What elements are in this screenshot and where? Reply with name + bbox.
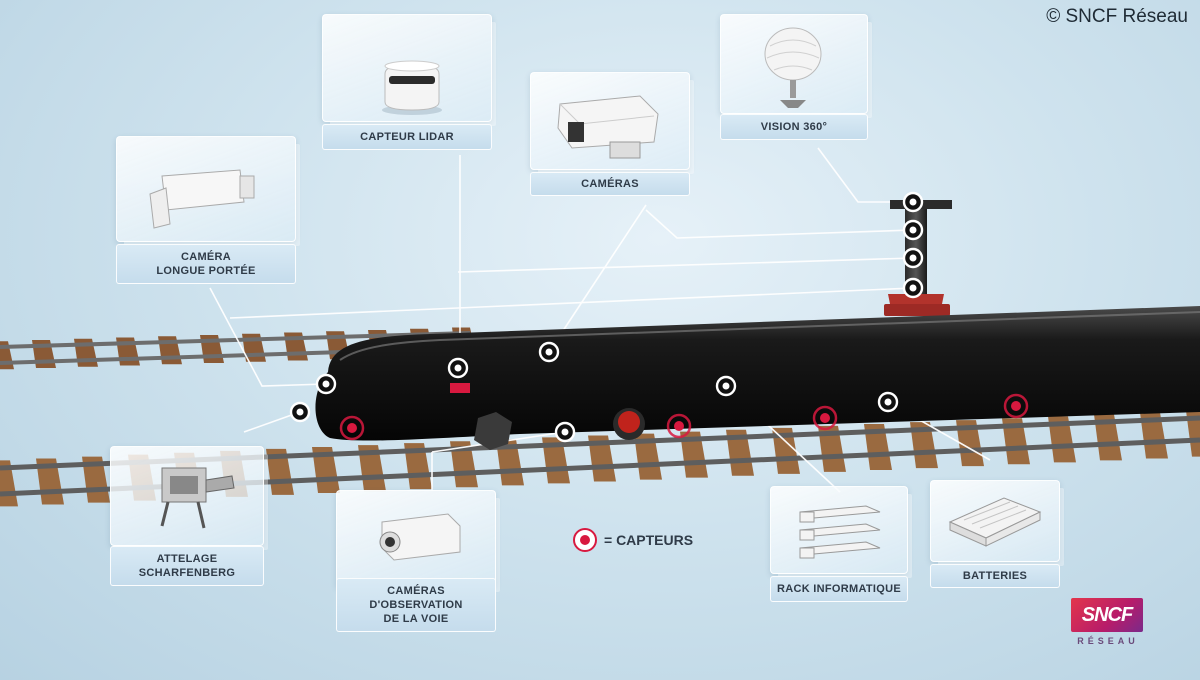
connector-markers — [289, 191, 924, 443]
train-body — [315, 306, 1200, 450]
legend-text: = CAPTEURS — [604, 532, 694, 548]
card-batteries: BATTERIES — [930, 480, 1060, 588]
long-range-camera-icon — [149, 169, 255, 229]
coupler-icon — [160, 467, 235, 529]
sensor-markers — [339, 393, 1029, 441]
copyright-notice: © SNCF Réseau — [1046, 6, 1188, 27]
logo-mark: SNCF — [1071, 598, 1143, 632]
card-rack-informatique: RACK INFORMATIQUE — [770, 486, 908, 602]
card-attelage-scharfenberg: ATTELAGE SCHARFENBERG — [110, 446, 264, 586]
card-cameras-observation: CAMÉRAS D'OBSERVATION DE LA VOIE — [336, 490, 496, 632]
card-label: CAMÉRA LONGUE PORTÉE — [116, 244, 296, 284]
legend: = CAPTEURS — [572, 527, 693, 553]
logo-brand: SNCF — [1081, 603, 1133, 626]
card-label: CAMÉRAS D'OBSERVATION DE LA VOIE — [336, 578, 496, 632]
connector-lines — [209, 147, 991, 493]
card-label: BATTERIES — [930, 564, 1060, 588]
card-label: CAPTEUR LIDAR — [322, 124, 492, 150]
battery-pack-icon — [948, 497, 1042, 547]
card-camera-longue-portee: CAMÉRA LONGUE PORTÉE — [116, 136, 296, 284]
logo-subtitle: RÉSEAU — [1077, 636, 1139, 646]
server-rack-icon — [799, 505, 881, 559]
sncf-reseau-logo: SNCF RÉSEAU — [1063, 598, 1153, 656]
card-capteur-lidar: CAPTEUR LIDAR — [322, 14, 492, 150]
sensor-marker-icon — [573, 528, 597, 552]
camera-housing-icon — [557, 95, 659, 159]
card-vision-360: VISION 360° — [720, 14, 868, 140]
card-label: ATTELAGE SCHARFENBERG — [110, 546, 264, 586]
lidar-sensor-icon — [382, 60, 442, 115]
card-label: VISION 360° — [720, 114, 868, 140]
track-camera-icon — [379, 513, 461, 561]
card-label: RACK INFORMATIQUE — [770, 576, 908, 602]
dome-camera-icon — [764, 27, 822, 108]
card-cameras: CAMÉRAS — [530, 72, 690, 196]
card-label: CAMÉRAS — [530, 172, 690, 196]
